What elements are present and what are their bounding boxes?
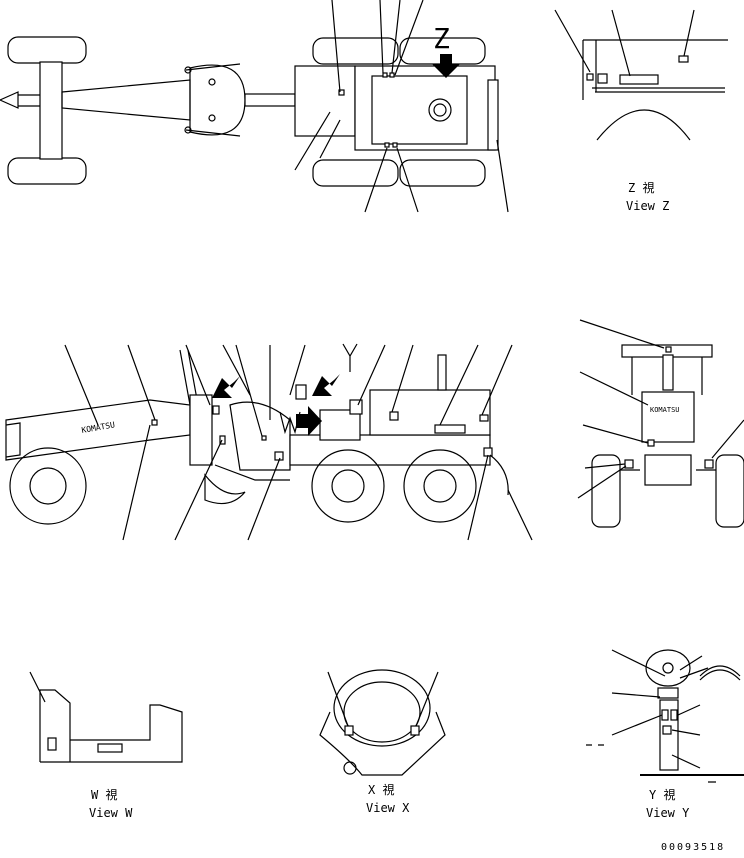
x-view-arrow <box>296 406 322 436</box>
view-x-jp: X 視 <box>368 782 394 797</box>
w-view-arrow <box>212 376 240 398</box>
view-x-en: View X <box>366 801 410 815</box>
front-right-tire <box>715 454 744 528</box>
front-view: KOMATSU <box>577 319 744 528</box>
side-elevation-view: KOMATSU <box>5 343 533 541</box>
front-left-wheel <box>7 36 87 64</box>
front-left-tire <box>591 454 621 528</box>
main-frame <box>61 79 191 121</box>
engine-housing <box>369 389 491 436</box>
front-right-wheel <box>7 157 87 185</box>
document-id: 00093518 <box>661 842 725 853</box>
circle <box>189 64 246 136</box>
brand-logo: KOMATSU <box>81 420 116 435</box>
z-marker: Z <box>433 22 450 55</box>
view-y-detail: Y 視 View Y <box>586 649 744 820</box>
view-z-en: View Z <box>626 199 669 213</box>
view-w-en: View W <box>89 806 133 820</box>
top-plan-view: Z <box>0 0 509 213</box>
view-w-detail: W 視 View W <box>29 671 183 820</box>
view-z-detail: Z 視 View Z <box>554 9 728 213</box>
view-y-jp: Y 視 <box>649 787 675 802</box>
rear-wheel-side-2 <box>403 449 477 523</box>
y-view-arrow <box>312 374 340 396</box>
cab-base <box>294 65 356 137</box>
front-brand-logo: KOMATSU <box>650 406 680 414</box>
view-y-en: View Y <box>646 806 690 820</box>
rear-wheel-4 <box>399 159 486 187</box>
view-x-detail: X 視 View X <box>319 669 446 815</box>
x-ring <box>333 669 431 747</box>
rear-wheel-3 <box>312 159 399 187</box>
front-wheel-side <box>9 447 87 525</box>
rear-wheel-1 <box>312 37 399 65</box>
rear-wheel-side-1 <box>311 449 385 523</box>
view-z-jp: Z 視 <box>628 180 654 195</box>
view-w-jp: W 視 <box>91 787 117 802</box>
front-radiator <box>641 391 695 443</box>
steering-wheel <box>645 649 691 687</box>
z-view-arrow <box>432 54 460 78</box>
